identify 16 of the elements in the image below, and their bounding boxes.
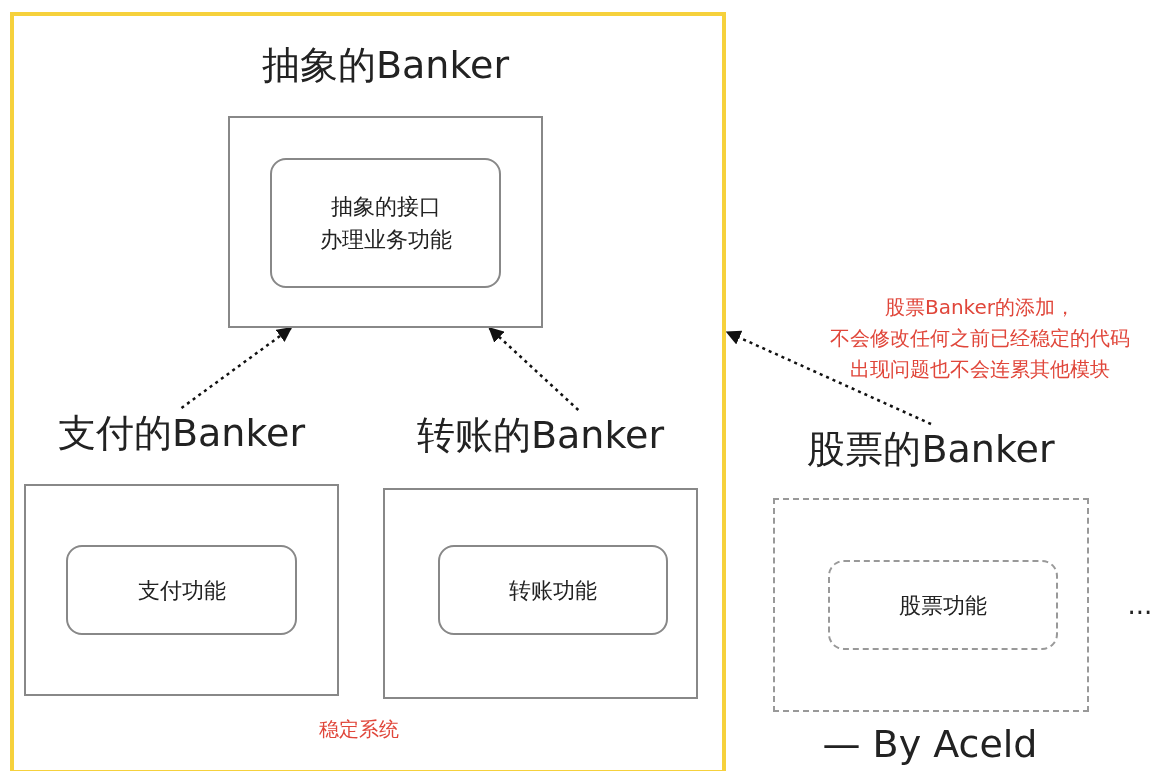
box-title: 转账的Banker xyxy=(415,412,666,459)
dotted-arrow xyxy=(180,327,293,409)
function-box: 抽象的接口办理业务功能 xyxy=(270,158,501,288)
dotted-arrow xyxy=(488,327,580,411)
box-title: 抽象的Banker xyxy=(260,42,511,89)
ellipsis: ... xyxy=(1126,590,1154,620)
function-box: 转账功能 xyxy=(438,545,668,635)
box-title: 支付的Banker xyxy=(56,410,307,457)
dotted-arrow xyxy=(725,330,932,426)
dashed-function-box: 股票功能 xyxy=(828,560,1058,650)
frame-label: 稳定系统 xyxy=(318,716,400,743)
box-title: 股票的Banker xyxy=(806,426,1056,473)
system-frame xyxy=(10,12,726,771)
author-signature: — By Aceld xyxy=(821,722,1039,766)
function-box: 支付功能 xyxy=(66,545,297,635)
annotation-note: 股票Banker的添加，不会修改任何之前已经稳定的代码出现问题也不会连累其他模块 xyxy=(829,294,1131,383)
